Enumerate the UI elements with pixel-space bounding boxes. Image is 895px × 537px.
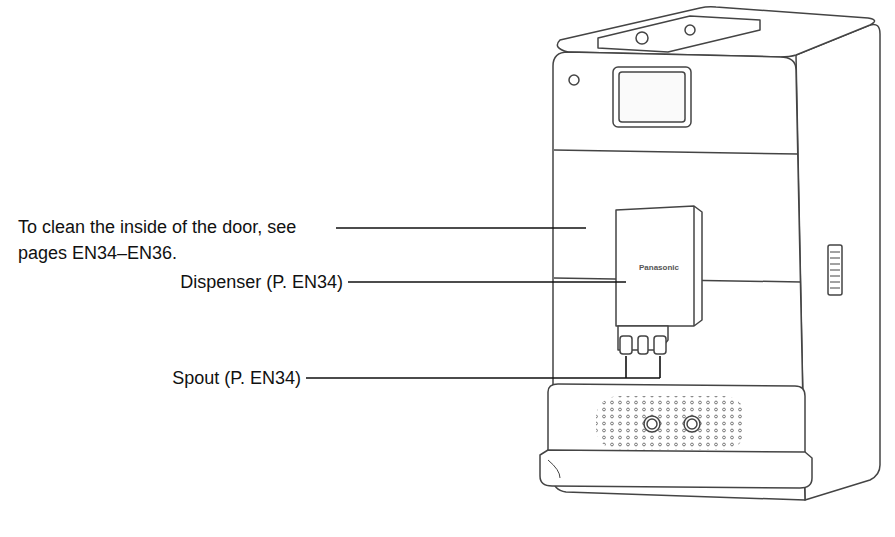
callout-label: Dispenser (P. EN34) — [180, 269, 343, 295]
brand-logo: Panasonic — [639, 263, 679, 273]
callout-label: Spout (P. EN34) — [172, 365, 301, 391]
callout-label: To clean the inside of the door, see pag… — [18, 214, 330, 266]
leader-lines — [306, 228, 660, 378]
